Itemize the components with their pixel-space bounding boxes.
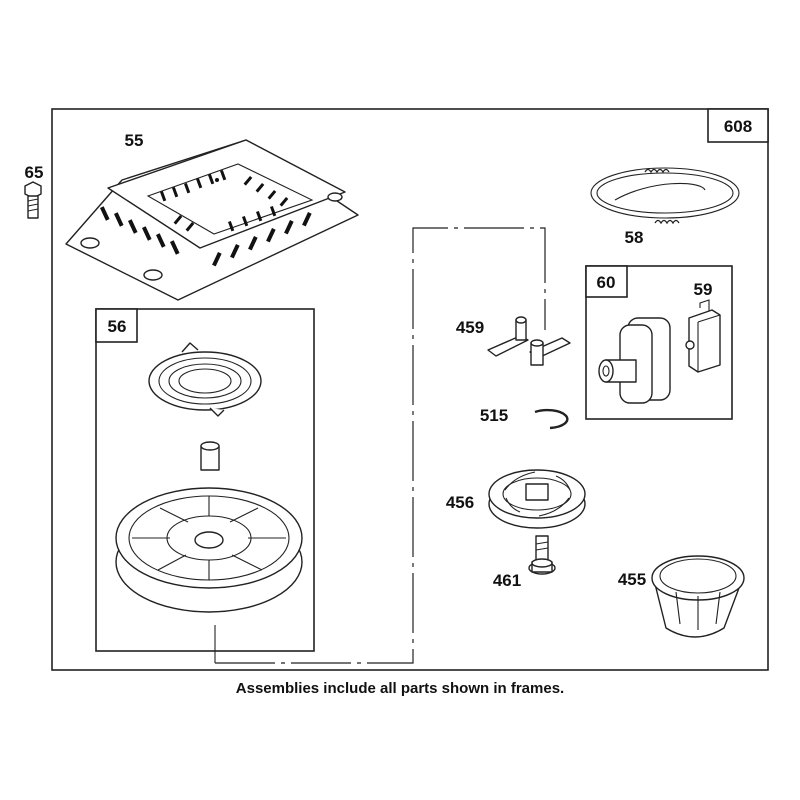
ratchet-456: 456	[446, 469, 586, 529]
pulley	[115, 487, 303, 663]
part-label-456: 456	[446, 493, 474, 512]
dog-459: 459	[456, 316, 571, 366]
diagram-caption: Assemblies include all parts shown in fr…	[235, 680, 565, 697]
starter-rope-58: 58	[590, 167, 740, 247]
part-label-55: 55	[125, 131, 144, 150]
part-label-65: 65	[25, 163, 44, 182]
part-label-58: 58	[625, 228, 644, 247]
bushing	[200, 441, 220, 471]
assembly-connector	[215, 227, 546, 664]
cup-455: 455	[618, 555, 745, 638]
part-label-515: 515	[480, 406, 508, 425]
part-label-455: 455	[618, 570, 646, 589]
frame-60: 60 59	[585, 265, 733, 420]
handle-insert-59	[685, 299, 721, 373]
frame-608: 608	[51, 108, 769, 671]
part-label-59: 59	[694, 280, 713, 299]
frame-label-60: 60	[597, 273, 616, 292]
frame-56: 56	[95, 308, 315, 652]
screw-65: 65	[24, 163, 44, 219]
starter-handle	[598, 317, 671, 404]
part-label-461: 461	[493, 571, 521, 590]
frame-label-56: 56	[108, 317, 127, 336]
screw-461: 461	[493, 535, 556, 590]
frame-label-608: 608	[724, 117, 752, 136]
recoil-spring	[148, 342, 262, 417]
screen-slots	[100, 169, 312, 267]
part-label-459: 459	[456, 318, 484, 337]
rotating-screen-55: 55	[65, 131, 359, 301]
retainer-515: 515	[480, 406, 569, 430]
